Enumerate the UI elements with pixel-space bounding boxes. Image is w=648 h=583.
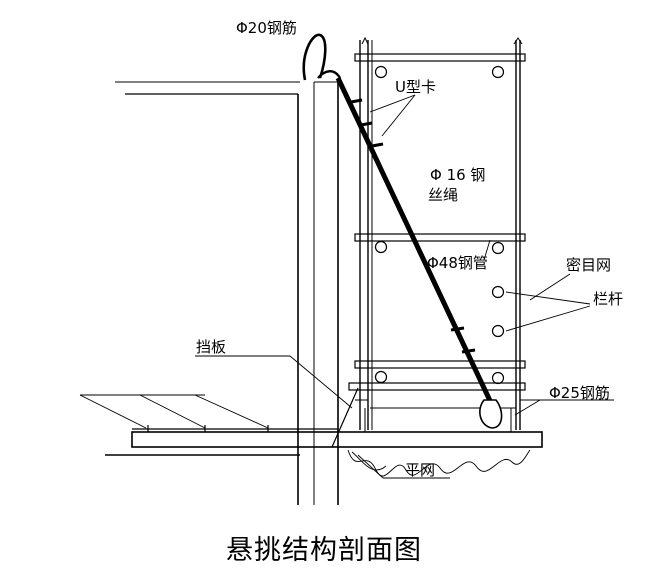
flat-net-curve xyxy=(351,451,387,471)
leader-mesh xyxy=(529,273,571,301)
pipe-section-circle xyxy=(491,241,505,255)
leader-flat-net xyxy=(357,454,384,479)
railing-circle-upper xyxy=(491,285,505,299)
u-clamp xyxy=(450,326,465,332)
label-baffle: 挡板 xyxy=(196,338,226,356)
ledger-1 xyxy=(354,53,526,62)
leader-lines xyxy=(79,94,614,479)
label-mesh: 密目网 xyxy=(566,256,611,274)
label-wire-rope-1: Φ 16 钢 xyxy=(430,166,485,184)
pipe-section-circle xyxy=(491,371,505,385)
pipe-section-circle xyxy=(374,65,388,79)
pipe-section-circle xyxy=(374,370,388,384)
pole-top-marks xyxy=(361,36,523,45)
leader-u-clamp xyxy=(369,94,416,113)
leader-baffle xyxy=(289,355,353,409)
labels: Φ20钢筋 U型卡 Φ 16 钢 丝绳 Φ48钢管 密目网 栏杆 挡板 Φ25钢… xyxy=(196,19,623,479)
label-railing: 栏杆 xyxy=(593,290,623,308)
leader-net-left xyxy=(79,394,147,429)
cantilever-platform xyxy=(105,387,543,477)
label-rebar25: Φ25钢筋 xyxy=(549,384,610,402)
ledger-4 xyxy=(348,382,526,391)
u-clamp xyxy=(461,348,476,354)
u-clamp xyxy=(350,98,363,104)
label-flat-net: 平网 xyxy=(405,461,435,479)
leader-railing xyxy=(505,305,591,332)
rope-anchor xyxy=(479,399,503,429)
flat-net-curve xyxy=(347,449,531,477)
leader-u-clamp xyxy=(381,94,416,137)
ledger-2 xyxy=(354,233,526,242)
label-steel-pipe: Φ48钢管 xyxy=(427,254,488,272)
leader-railing xyxy=(505,291,591,305)
leader-net-left xyxy=(139,394,206,429)
u-clamp xyxy=(360,121,373,127)
u-clamps xyxy=(350,98,476,354)
building-wall xyxy=(115,81,339,505)
label-wire-rope-2: 丝绳 xyxy=(428,186,458,204)
cantilever-beam xyxy=(131,431,543,448)
label-rebar20: Φ20钢筋 xyxy=(236,19,297,37)
leader-net-left xyxy=(194,394,269,429)
leader-rebar25 xyxy=(514,399,541,416)
u-clamp xyxy=(371,142,384,148)
ledger-3 xyxy=(354,360,526,369)
figure-caption: 悬挑结构剖面图 xyxy=(226,535,422,566)
baffle-brace xyxy=(331,387,359,448)
scaffold-frame xyxy=(348,36,526,430)
rebar20-hook xyxy=(302,33,327,81)
leader-steel-pipe xyxy=(483,239,491,261)
pipe-section-circle xyxy=(374,240,388,254)
label-u-clamp: U型卡 xyxy=(395,78,436,96)
rope-loop xyxy=(317,70,342,79)
railing-circle-lower xyxy=(491,324,505,338)
wire-rope xyxy=(302,33,503,429)
pipe-section-circle xyxy=(491,65,505,79)
